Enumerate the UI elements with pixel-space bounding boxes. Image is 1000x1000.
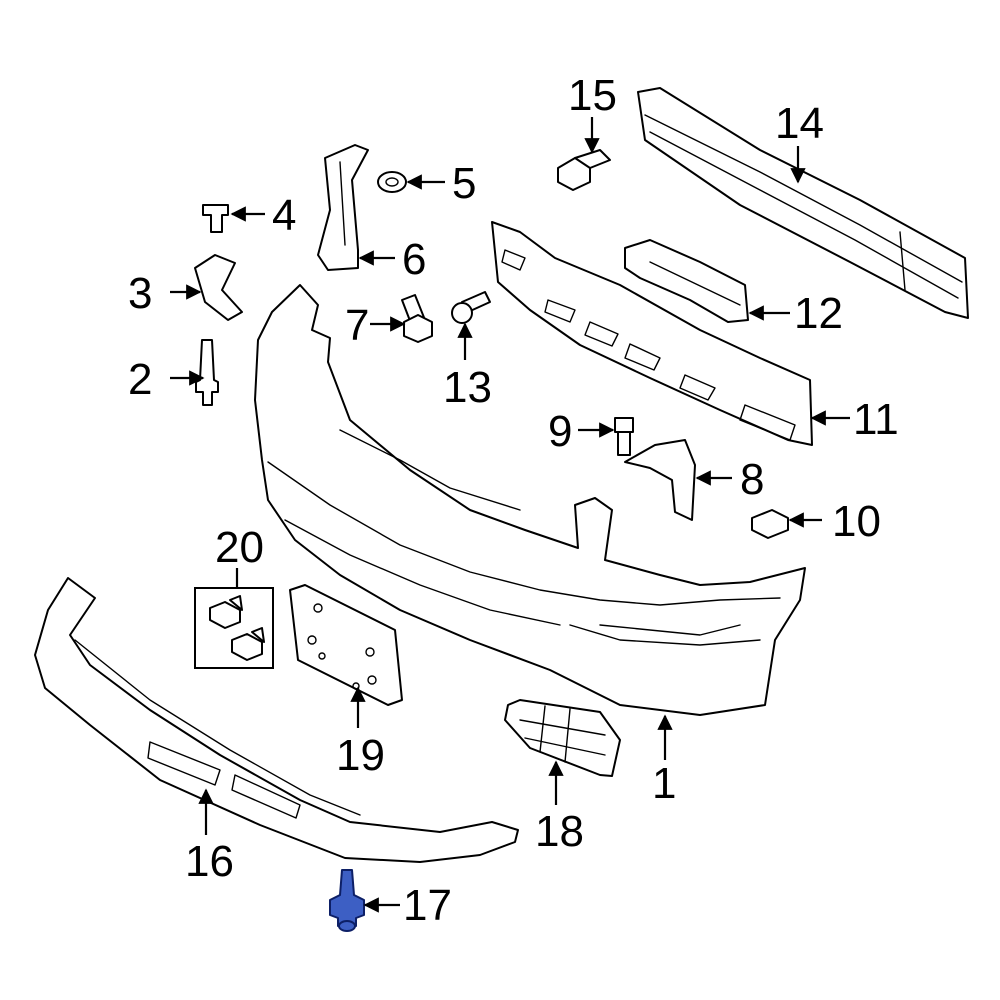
callout-15: 15 bbox=[568, 71, 617, 120]
callout-13: 13 bbox=[443, 363, 492, 412]
part-3-bracket[interactable] bbox=[194, 254, 243, 321]
part-6-bracket[interactable] bbox=[317, 144, 369, 271]
callout-1: 1 bbox=[652, 759, 676, 808]
part-1-bumper-cover[interactable] bbox=[254, 284, 806, 716]
callout-16: 16 bbox=[185, 837, 234, 886]
part-10-insert[interactable] bbox=[751, 509, 789, 539]
part-14-reinforcement-bar[interactable] bbox=[637, 87, 969, 319]
callout-12: 12 bbox=[794, 289, 843, 338]
callout-20: 20 bbox=[215, 523, 264, 572]
callout-19: 19 bbox=[336, 731, 385, 780]
part-4-clip[interactable] bbox=[202, 204, 229, 233]
callout-17: 17 bbox=[403, 881, 452, 930]
callout-3: 3 bbox=[128, 269, 152, 318]
callout-9: 9 bbox=[548, 407, 572, 456]
leader-lines bbox=[170, 117, 850, 913]
part-7-bolt[interactable] bbox=[401, 294, 433, 343]
callout-2: 2 bbox=[128, 355, 152, 404]
part-2-pin[interactable] bbox=[195, 339, 219, 406]
callout-14: 14 bbox=[775, 99, 824, 148]
callout-18: 18 bbox=[535, 807, 584, 856]
part-11-absorber[interactable] bbox=[491, 221, 813, 446]
callout-11: 11 bbox=[853, 395, 899, 444]
callout-10: 10 bbox=[832, 497, 881, 546]
callout-labels: 1 2 3 4 5 6 7 8 9 10 11 12 13 14 15 16 1… bbox=[128, 71, 899, 930]
part-5-nut[interactable] bbox=[377, 171, 407, 193]
callout-7: 7 bbox=[345, 301, 369, 350]
part-13-clip[interactable] bbox=[451, 291, 491, 324]
callout-4: 4 bbox=[272, 191, 296, 240]
callout-5: 5 bbox=[452, 159, 476, 208]
callout-8: 8 bbox=[740, 455, 764, 504]
part-16-lower-deflector[interactable] bbox=[34, 577, 519, 863]
callout-6: 6 bbox=[402, 235, 426, 284]
part-15-bolt[interactable] bbox=[557, 149, 611, 191]
part-18-grille-insert[interactable] bbox=[504, 699, 621, 777]
part-9-bolt[interactable] bbox=[614, 417, 634, 456]
part-12-absorber-block[interactable] bbox=[624, 239, 749, 323]
part-8-bracket[interactable] bbox=[624, 439, 696, 521]
part-19-license-bracket[interactable] bbox=[289, 584, 403, 706]
part-17-pin-rivet[interactable] bbox=[329, 869, 365, 932]
part-20-bolt-kit[interactable] bbox=[194, 587, 274, 669]
